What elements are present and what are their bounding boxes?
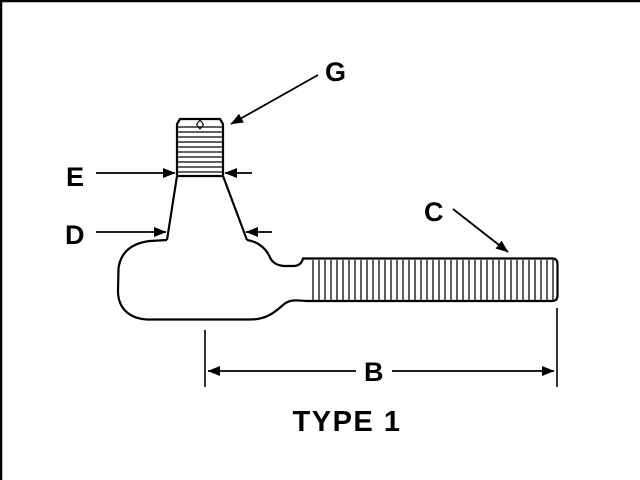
dimension-e: E (66, 162, 252, 192)
dimension-b: B (204, 308, 558, 387)
part-drawing (116, 117, 559, 321)
dimension-d: D (65, 220, 272, 250)
taper-left-edge (165, 175, 179, 241)
label-b: B (364, 357, 384, 387)
stud-center-mark (195, 119, 205, 130)
dimension-g: G (230, 57, 346, 125)
leader-line-g (230, 74, 319, 125)
housing-neck-outline (246, 238, 305, 268)
shaft-outline (302, 257, 559, 303)
shaft-threads (312, 260, 554, 300)
label-c: C (424, 197, 444, 227)
label-e: E (66, 162, 84, 192)
diagram-title: TYPE 1 (293, 406, 402, 438)
stud-threads (177, 126, 223, 173)
leader-line-c (452, 208, 509, 253)
label-d: D (65, 220, 85, 250)
label-g: G (325, 57, 346, 87)
taper-right-edge (221, 175, 249, 241)
housing-outline (116, 238, 309, 321)
dimension-c: C (424, 197, 509, 253)
